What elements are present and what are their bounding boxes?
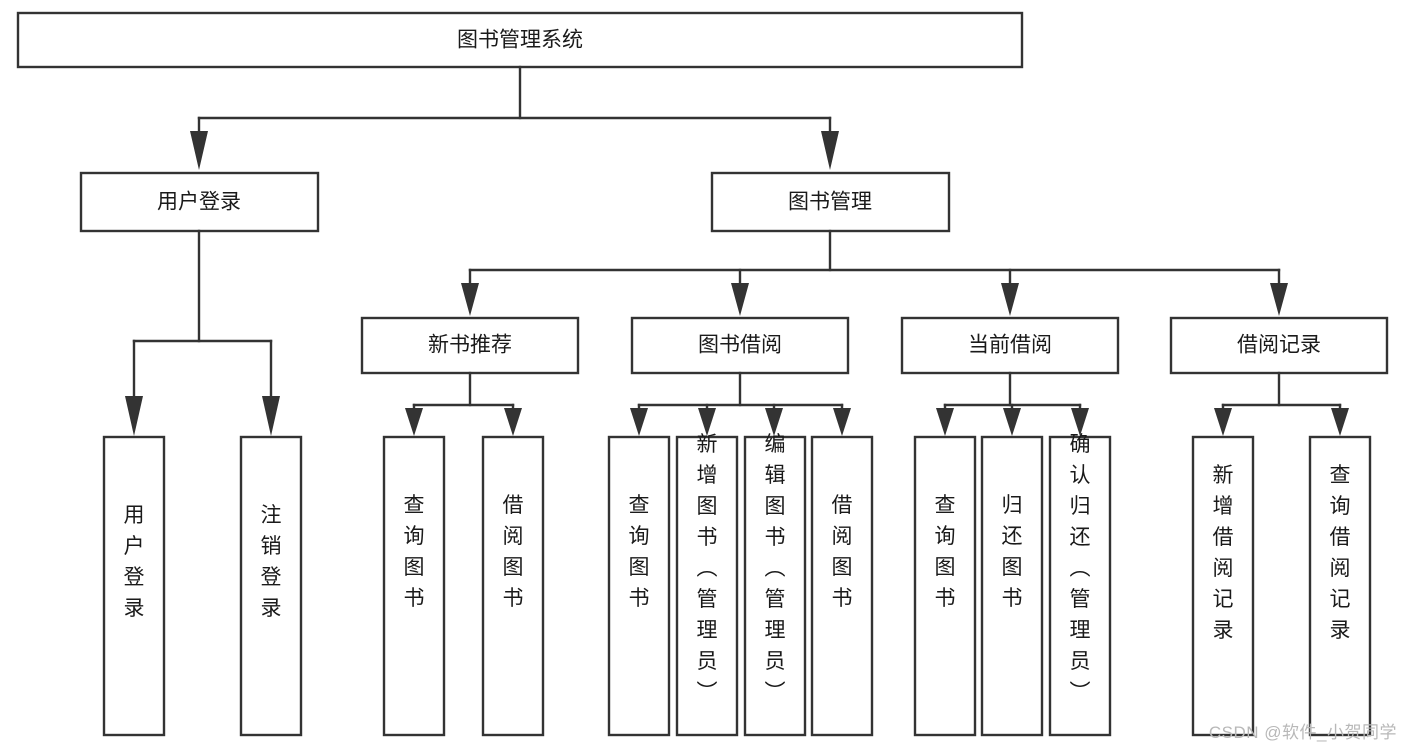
arrow-to-leaf-add-book [698, 408, 716, 436]
arrow-to-leaf-query-book-2 [630, 408, 648, 436]
arrow-to-book-borrow [731, 283, 749, 316]
leaf-query-book-3-box [913, 435, 977, 737]
leaf-node-query-book-1[interactable]: 查询图书 [382, 435, 446, 737]
leaf-node-add-book[interactable]: 新增图书︵管理员︶ [675, 433, 739, 737]
leaf-node-user-login[interactable]: 用户登录 [102, 435, 166, 737]
arrow-to-current-borrow [1001, 283, 1019, 316]
leaf-node-query-book-3[interactable]: 查询图书 [913, 435, 977, 737]
book-management-label: 图书管理 [788, 191, 872, 214]
connector-borrow-record-to-leaves [1214, 371, 1349, 436]
arrow-to-leaf-query-record [1331, 408, 1349, 436]
leaf-node-query-book-2[interactable]: 查询图书 [607, 435, 671, 737]
arrow-to-borrow-record [1270, 283, 1288, 316]
leaf-node-return-book[interactable]: 归还图书 [980, 435, 1044, 737]
leaf-logout-login-box [239, 435, 303, 737]
user-login-label: 用户登录 [157, 191, 241, 214]
arrow-to-new-book-recommend [461, 283, 479, 316]
leaf-borrow-book-2-box [810, 435, 874, 737]
leaf-logout-login-label: 注销登录 [261, 504, 282, 620]
new-book-recommend-box [360, 316, 580, 375]
arrow-to-book-management [821, 131, 839, 170]
leaf-node-logout-login[interactable]: 注销登录 [239, 435, 303, 737]
node-root[interactable]: 图书管理系统 [16, 11, 1024, 69]
arrow-to-leaf-return-book [1003, 408, 1021, 436]
new-book-recommend-label: 新书推荐 [428, 334, 512, 357]
leaf-confirm-return-label: 确认归还︵管理员︶ [1070, 433, 1091, 704]
leaf-edit-book-box [743, 435, 807, 737]
node-user-login[interactable]: 用户登录 [79, 171, 320, 233]
user-login-box [79, 171, 320, 233]
book-borrow-label: 图书借阅 [698, 334, 782, 357]
leaf-add-book-label: 新增图书︵管理员︶ [697, 433, 718, 704]
leaf-query-book-1-box [382, 435, 446, 737]
arrow-to-leaf-confirm-return [1071, 408, 1089, 436]
leaf-query-book-2-label: 查询图书 [629, 494, 650, 610]
arrow-to-leaf-query-book-3 [936, 408, 954, 436]
leaf-node-confirm-return[interactable]: 确认归还︵管理员︶ [1048, 433, 1112, 737]
borrow-record-label: 借阅记录 [1237, 334, 1321, 357]
arrow-to-leaf-edit-book [765, 408, 783, 436]
leaf-node-query-record[interactable]: 查询借阅记录 [1308, 435, 1372, 737]
connector-new-book-recommend-to-leaves [405, 371, 522, 436]
leaf-edit-book-label: 编辑图书︵管理员︶ [765, 433, 786, 704]
leaf-user-login-label: 用户登录 [124, 504, 145, 620]
node-current-borrow[interactable]: 当前借阅 [900, 316, 1120, 375]
connector-user-login-to-leaves [125, 229, 280, 436]
leaf-borrow-book-2-label: 借阅图书 [832, 494, 853, 610]
leaf-query-record-box [1308, 435, 1372, 737]
node-borrow-record[interactable]: 借阅记录 [1169, 316, 1389, 375]
connector-book-management-to-level3 [461, 229, 1288, 316]
leaf-user-login-box [102, 435, 166, 737]
leaf-query-book-1-label: 查询图书 [404, 494, 425, 610]
node-book-management[interactable]: 图书管理 [710, 171, 951, 233]
leaf-node-borrow-book-2[interactable]: 借阅图书 [810, 435, 874, 737]
arrow-to-leaf-query-book-1 [405, 408, 423, 436]
node-book-borrow[interactable]: 图书借阅 [630, 316, 850, 375]
leaf-node-borrow-book-1[interactable]: 借阅图书 [481, 435, 545, 737]
connector-current-borrow-to-leaves [936, 371, 1089, 436]
leaf-borrow-book-1-box [481, 435, 545, 737]
leaf-query-book-2-box [607, 435, 671, 737]
current-borrow-box [900, 316, 1120, 375]
leaf-return-book-label: 归还图书 [1002, 494, 1023, 610]
leaf-return-book-box [980, 435, 1044, 737]
arrow-to-user-login [190, 131, 208, 170]
leaf-confirm-return-box [1048, 435, 1112, 737]
current-borrow-label: 当前借阅 [968, 334, 1052, 357]
arrow-to-leaf-borrow-book-1 [504, 408, 522, 436]
leaf-node-add-record[interactable]: 新增借阅记录 [1191, 435, 1255, 737]
arrow-to-leaf-borrow-book-2 [833, 408, 851, 436]
arrow-to-leaf-user-login [125, 396, 143, 436]
connector-root-to-level2 [190, 65, 839, 170]
leaf-add-record-box [1191, 435, 1255, 737]
leaf-query-record-label: 查询借阅记录 [1330, 464, 1351, 642]
arrow-to-leaf-logout-login [262, 396, 280, 436]
arrow-to-leaf-add-record [1214, 408, 1232, 436]
leaf-add-book-box [675, 435, 739, 737]
leaf-query-book-3-label: 查询图书 [935, 494, 956, 610]
connector-book-borrow-to-leaves [630, 371, 851, 436]
leaf-add-record-label: 新增借阅记录 [1213, 464, 1234, 642]
leaf-borrow-book-1-label: 借阅图书 [503, 494, 524, 610]
root-box [16, 11, 1024, 69]
csdn-watermark: CSDN @软件_小贺同学 [1208, 723, 1397, 742]
leaf-node-edit-book[interactable]: 编辑图书︵管理员︶ [743, 433, 807, 737]
node-new-book-recommend[interactable]: 新书推荐 [360, 316, 580, 375]
root-label: 图书管理系统 [457, 29, 583, 52]
